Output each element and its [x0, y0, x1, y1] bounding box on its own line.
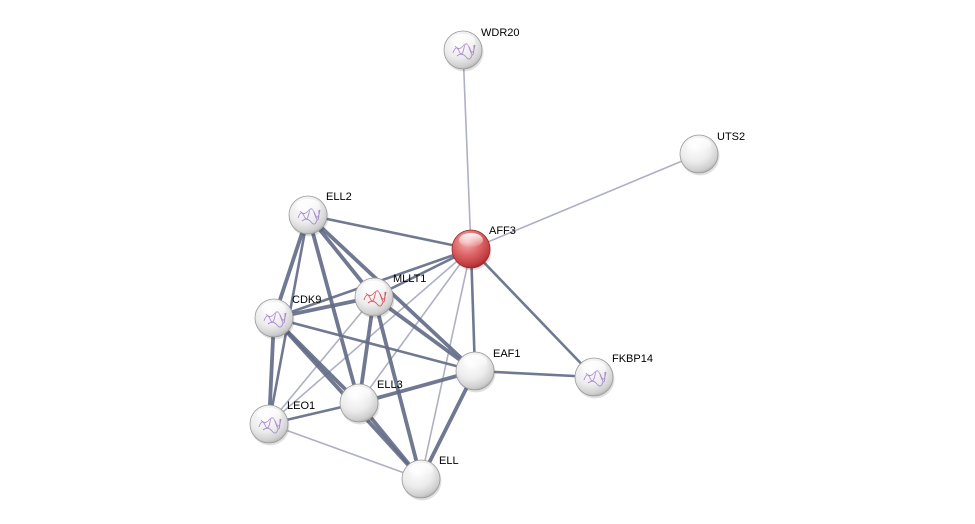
node-mllt1[interactable]: MLLT1: [354, 273, 426, 319]
node-highlight: [409, 463, 433, 477]
node-label: CDK9: [292, 294, 321, 306]
node-fkbp14[interactable]: FKBP14: [574, 353, 653, 399]
edge-mllt1-ell[interactable]: [372, 295, 423, 481]
edge-eaf1-ell3[interactable]: [357, 369, 477, 405]
node-ell3[interactable]: ELL3: [339, 379, 403, 425]
node-highlight: [459, 233, 483, 247]
node-label: FKBP14: [612, 353, 653, 365]
edge-aff3-ell2[interactable]: [306, 213, 473, 251]
edge-aff3-fkbp14[interactable]: [469, 247, 596, 379]
node-leo1[interactable]: LEO1: [249, 400, 315, 446]
node-ell2[interactable]: ELL2: [288, 191, 352, 237]
node-label: AFF3: [489, 225, 516, 237]
node-eaf1[interactable]: EAF1: [455, 348, 521, 393]
node-uts2[interactable]: UTS2: [679, 131, 745, 176]
node-highlight: [687, 138, 711, 152]
node-label: WDR20: [481, 27, 520, 39]
node-label: ELL: [439, 455, 459, 467]
edge-cdk9-eaf1[interactable]: [272, 316, 477, 373]
edge-aff3-eaf1[interactable]: [469, 247, 477, 373]
node-label: ELL2: [326, 191, 352, 203]
node-label: UTS2: [717, 131, 745, 143]
node-cdk9[interactable]: CDK9: [254, 294, 321, 340]
node-highlight: [296, 199, 320, 213]
node-wdr20[interactable]: WDR20: [443, 27, 520, 72]
node-label: MLLT1: [393, 273, 426, 285]
edge-eaf1-fkbp14[interactable]: [473, 369, 596, 379]
edge-aff3-wdr20[interactable]: [462, 49, 472, 250]
node-label: ELL3: [377, 379, 403, 391]
edge-aff3-uts2[interactable]: [470, 153, 700, 250]
node-ell[interactable]: ELL: [401, 455, 459, 501]
edge-leo1-ell[interactable]: [268, 423, 422, 480]
edge-mllt1-leo1[interactable]: [268, 296, 375, 425]
edge-eaf1-ell[interactable]: [419, 369, 477, 481]
node-highlight: [362, 281, 386, 295]
node-highlight: [451, 34, 475, 48]
node-highlight: [347, 387, 371, 401]
node-label: LEO1: [287, 400, 315, 412]
node-highlight: [262, 302, 286, 316]
node-aff3[interactable]: AFF3: [451, 225, 516, 271]
node-highlight: [582, 361, 606, 375]
node-highlight: [463, 355, 487, 369]
node-label: EAF1: [493, 348, 521, 360]
edge-ell2-ell3[interactable]: [306, 213, 361, 405]
edge-mllt1-eaf1[interactable]: [372, 295, 477, 373]
node-highlight: [257, 408, 281, 422]
